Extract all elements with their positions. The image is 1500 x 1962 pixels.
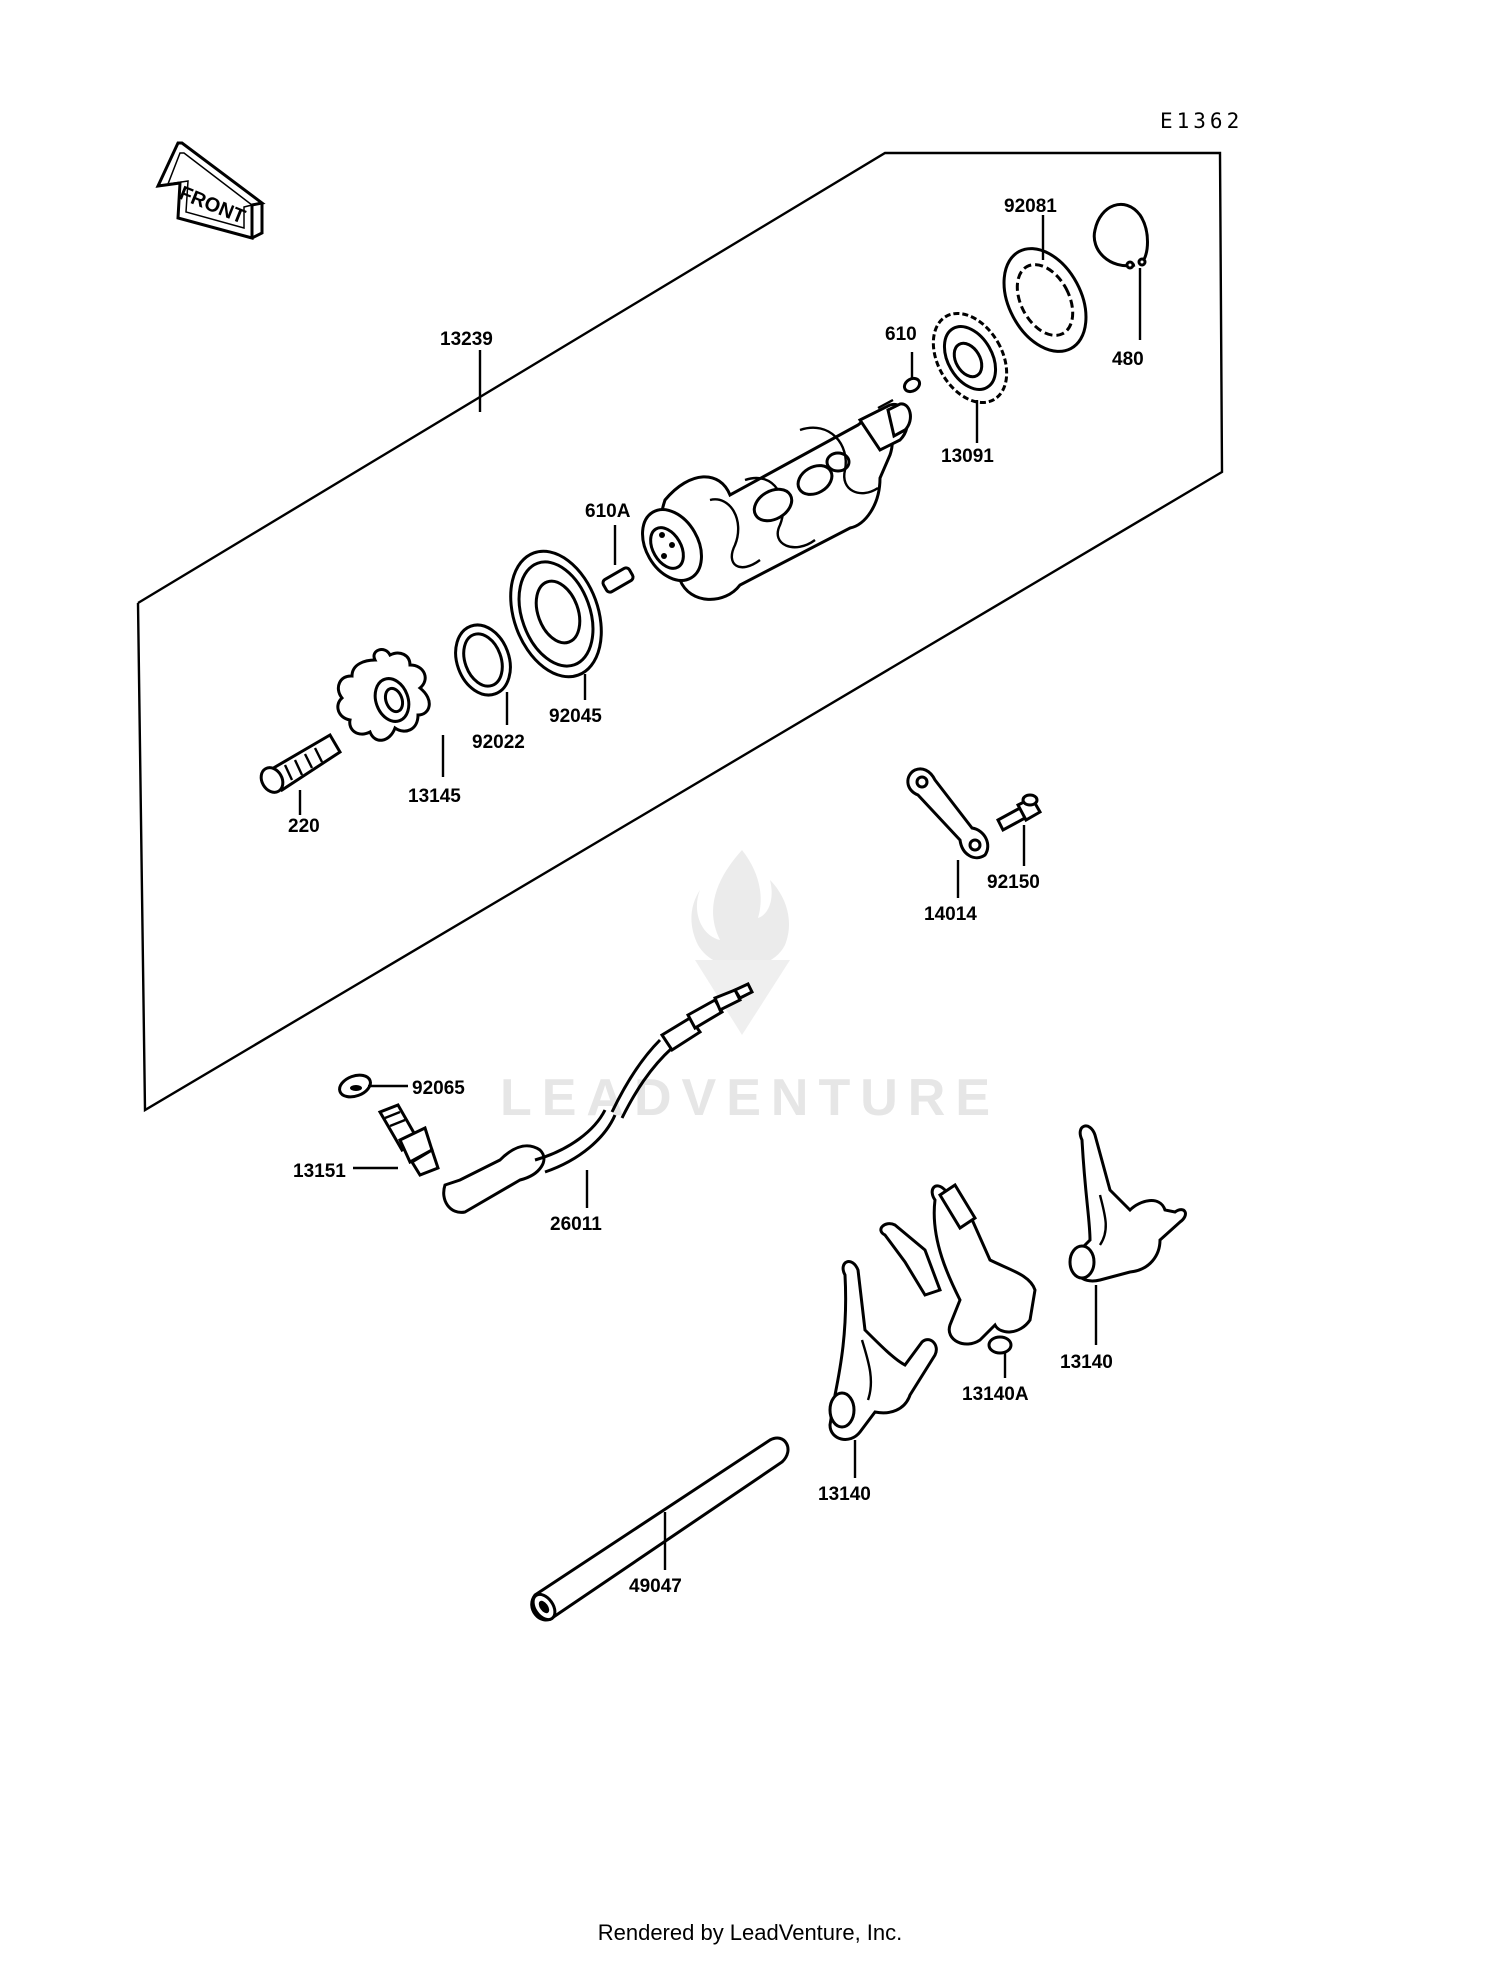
callout-92065: 92065 xyxy=(412,1078,465,1099)
callout-14014: 14014 xyxy=(924,904,977,925)
callout-13140-right: 13140 xyxy=(1060,1352,1113,1373)
callout-610a: 610A xyxy=(585,501,631,522)
gear-plate-13091 xyxy=(931,311,1009,405)
pin-plate-13145 xyxy=(336,648,431,742)
callout-92022: 92022 xyxy=(472,732,525,753)
bolt-220 xyxy=(259,732,343,794)
bolt-92150 xyxy=(996,793,1043,833)
shaft-49047 xyxy=(530,1436,790,1622)
callout-220: 220 xyxy=(288,816,320,837)
callout-49047: 49047 xyxy=(629,1576,682,1597)
washer-92081 xyxy=(1002,247,1088,353)
lead-26011 xyxy=(442,982,755,1214)
shift-drum xyxy=(641,402,912,601)
leader-lines xyxy=(298,215,1142,1570)
callout-13091: 13091 xyxy=(941,446,994,467)
assembly-bracket xyxy=(136,151,1224,1113)
washer-92065 xyxy=(338,1073,372,1099)
ring-92022 xyxy=(454,623,512,697)
shift-fork-13140a xyxy=(879,1182,1037,1355)
callout-480: 480 xyxy=(1112,349,1144,370)
callout-13151: 13151 xyxy=(293,1161,346,1182)
stopper-lever-14014 xyxy=(906,767,990,860)
diagram-code: E1362 xyxy=(1160,109,1243,133)
callout-92081: 92081 xyxy=(1004,196,1057,217)
bearing-92045 xyxy=(509,549,603,679)
front-arrow-icon: FRONT xyxy=(155,141,266,240)
footer-credit: Rendered by LeadVenture, Inc. xyxy=(598,1920,903,1945)
shift-fork-13140-right xyxy=(1068,1124,1187,1283)
callout-13140a: 13140A xyxy=(962,1384,1029,1405)
shift-fork-13140-left xyxy=(828,1260,938,1441)
callout-13145: 13145 xyxy=(408,786,461,807)
callout-92045: 92045 xyxy=(549,706,602,727)
callout-13140-left: 13140 xyxy=(818,1484,871,1505)
pin-610a xyxy=(601,566,635,594)
circlip-480 xyxy=(1092,202,1149,270)
callout-92150: 92150 xyxy=(987,872,1040,893)
callout-610: 610 xyxy=(885,324,917,345)
callout-26011: 26011 xyxy=(550,1214,602,1235)
callout-13239: 13239 xyxy=(440,329,493,350)
pin-610 xyxy=(877,376,922,410)
switch-13151 xyxy=(377,1103,440,1177)
watermark-text: LEADVENTURE xyxy=(500,1069,1000,1127)
